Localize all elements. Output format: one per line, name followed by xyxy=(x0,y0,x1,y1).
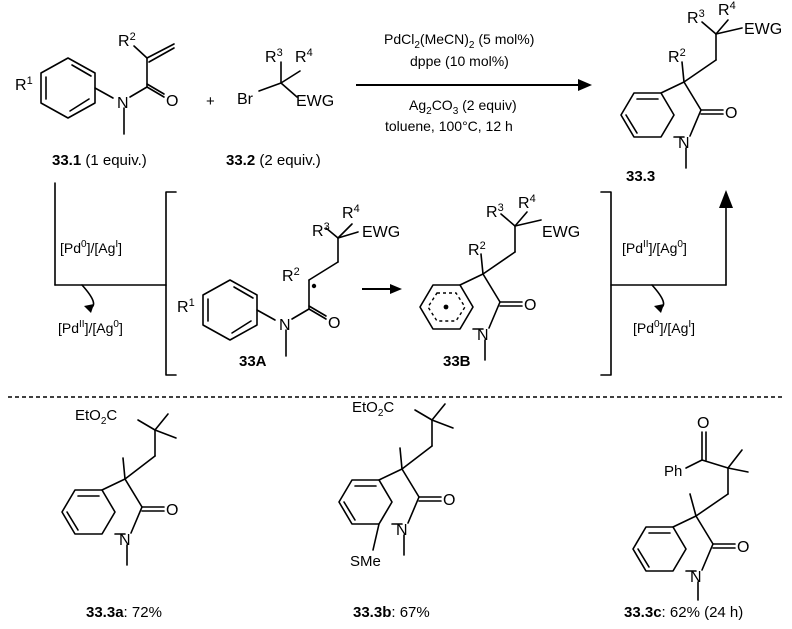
left-reagent-bottom: [PdII]/[Ag0] xyxy=(58,319,123,336)
left-cycle-lines xyxy=(54,182,167,313)
intermediate-33b-structure xyxy=(419,211,542,361)
svg-text:R3: R3 xyxy=(312,221,330,240)
condition-base: Ag2CO3 (2 equiv) xyxy=(409,97,517,117)
example-b-substituent: SMe xyxy=(350,553,381,570)
svg-text:R2: R2 xyxy=(282,266,300,285)
svg-text:R2: R2 xyxy=(668,47,686,66)
oxygen-label: O xyxy=(166,93,178,110)
svg-text:O: O xyxy=(328,315,340,332)
right-reagent-bottom: [Pd0]/[AgI] xyxy=(633,319,695,336)
example-33-3a-structure xyxy=(61,413,177,566)
example-33-3c-structure xyxy=(632,431,749,601)
label-33-1: 33.1 (1 equiv.) xyxy=(52,152,147,169)
svg-text:N: N xyxy=(477,327,489,344)
label-33-3: 33.3 xyxy=(626,168,655,185)
svg-text:R4: R4 xyxy=(295,47,313,66)
example-c-label: 33.3c: 62% (24 h) xyxy=(624,604,743,621)
svg-text:R4: R4 xyxy=(518,193,536,212)
right-cycle-lines xyxy=(610,190,733,313)
svg-text:R2: R2 xyxy=(468,240,486,259)
left-reagent-top: [Pd0]/[AgI] xyxy=(60,239,122,256)
bracket-right xyxy=(600,191,612,376)
nitrogen-label: N xyxy=(117,95,129,112)
svg-text:R3: R3 xyxy=(486,202,504,221)
svg-text:N: N xyxy=(690,569,702,586)
r3-label: R xyxy=(265,49,277,66)
svg-text:N: N xyxy=(119,532,131,549)
condition-catalyst: PdCl2(MeCN)2 (5 mol%) xyxy=(384,31,534,51)
svg-text:R1: R1 xyxy=(177,297,195,316)
svg-text:R1: R1 xyxy=(15,75,33,94)
reagent-33-2-structure xyxy=(258,61,301,98)
intermediate-33a-structure xyxy=(202,223,359,357)
example-b-group: EtO2C xyxy=(352,399,394,419)
bracket-left xyxy=(165,191,177,376)
svg-text:R2: R2 xyxy=(118,31,136,50)
label-33a: 33A xyxy=(239,353,267,370)
svg-text:R4: R4 xyxy=(718,0,736,19)
svg-text:N: N xyxy=(279,317,291,334)
condition-ligand: dppe (10 mol%) xyxy=(410,53,509,69)
svg-text:O: O xyxy=(697,415,709,432)
svg-text:R3: R3 xyxy=(265,47,283,66)
svg-text:EWG: EWG xyxy=(542,224,580,241)
label-33b: 33B xyxy=(443,353,471,370)
example-c-group: Ph xyxy=(664,463,682,480)
ewg-label: EWG xyxy=(296,93,334,110)
example-a-group: EtO2C xyxy=(75,407,117,427)
svg-text:O: O xyxy=(166,502,178,519)
svg-text:EWG: EWG xyxy=(362,224,400,241)
r2-label: R xyxy=(118,33,130,50)
label-33-2: 33.2 (2 equiv.) xyxy=(226,152,321,169)
svg-text:R4: R4 xyxy=(342,203,360,222)
example-a-label: 33.3a: 72% xyxy=(86,604,162,621)
example-33-3b-structure xyxy=(338,403,454,556)
bromine-label: Br xyxy=(237,91,254,108)
reaction-arrowhead xyxy=(578,79,592,91)
product-ewg: EWG xyxy=(744,21,782,38)
right-reagent-top: [PdII]/[Ag0] xyxy=(622,239,687,256)
svg-text:O: O xyxy=(737,539,749,556)
product-oxygen: O xyxy=(725,105,737,122)
svg-text:O: O xyxy=(443,492,455,509)
example-b-label: 33.3b: 67% xyxy=(353,604,430,621)
reagent-33-1-structure xyxy=(40,43,175,135)
r1-label: R xyxy=(15,77,27,94)
product-33-3-structure xyxy=(620,19,743,169)
plus-sign: + xyxy=(206,93,215,110)
svg-text:O: O xyxy=(524,297,536,314)
svg-text:N: N xyxy=(396,522,408,539)
svg-text:R3: R3 xyxy=(687,8,705,27)
condition-solvent: toluene, 100°C, 12 h xyxy=(385,118,513,134)
product-nitrogen: N xyxy=(678,135,690,152)
r4-label: R xyxy=(295,49,307,66)
